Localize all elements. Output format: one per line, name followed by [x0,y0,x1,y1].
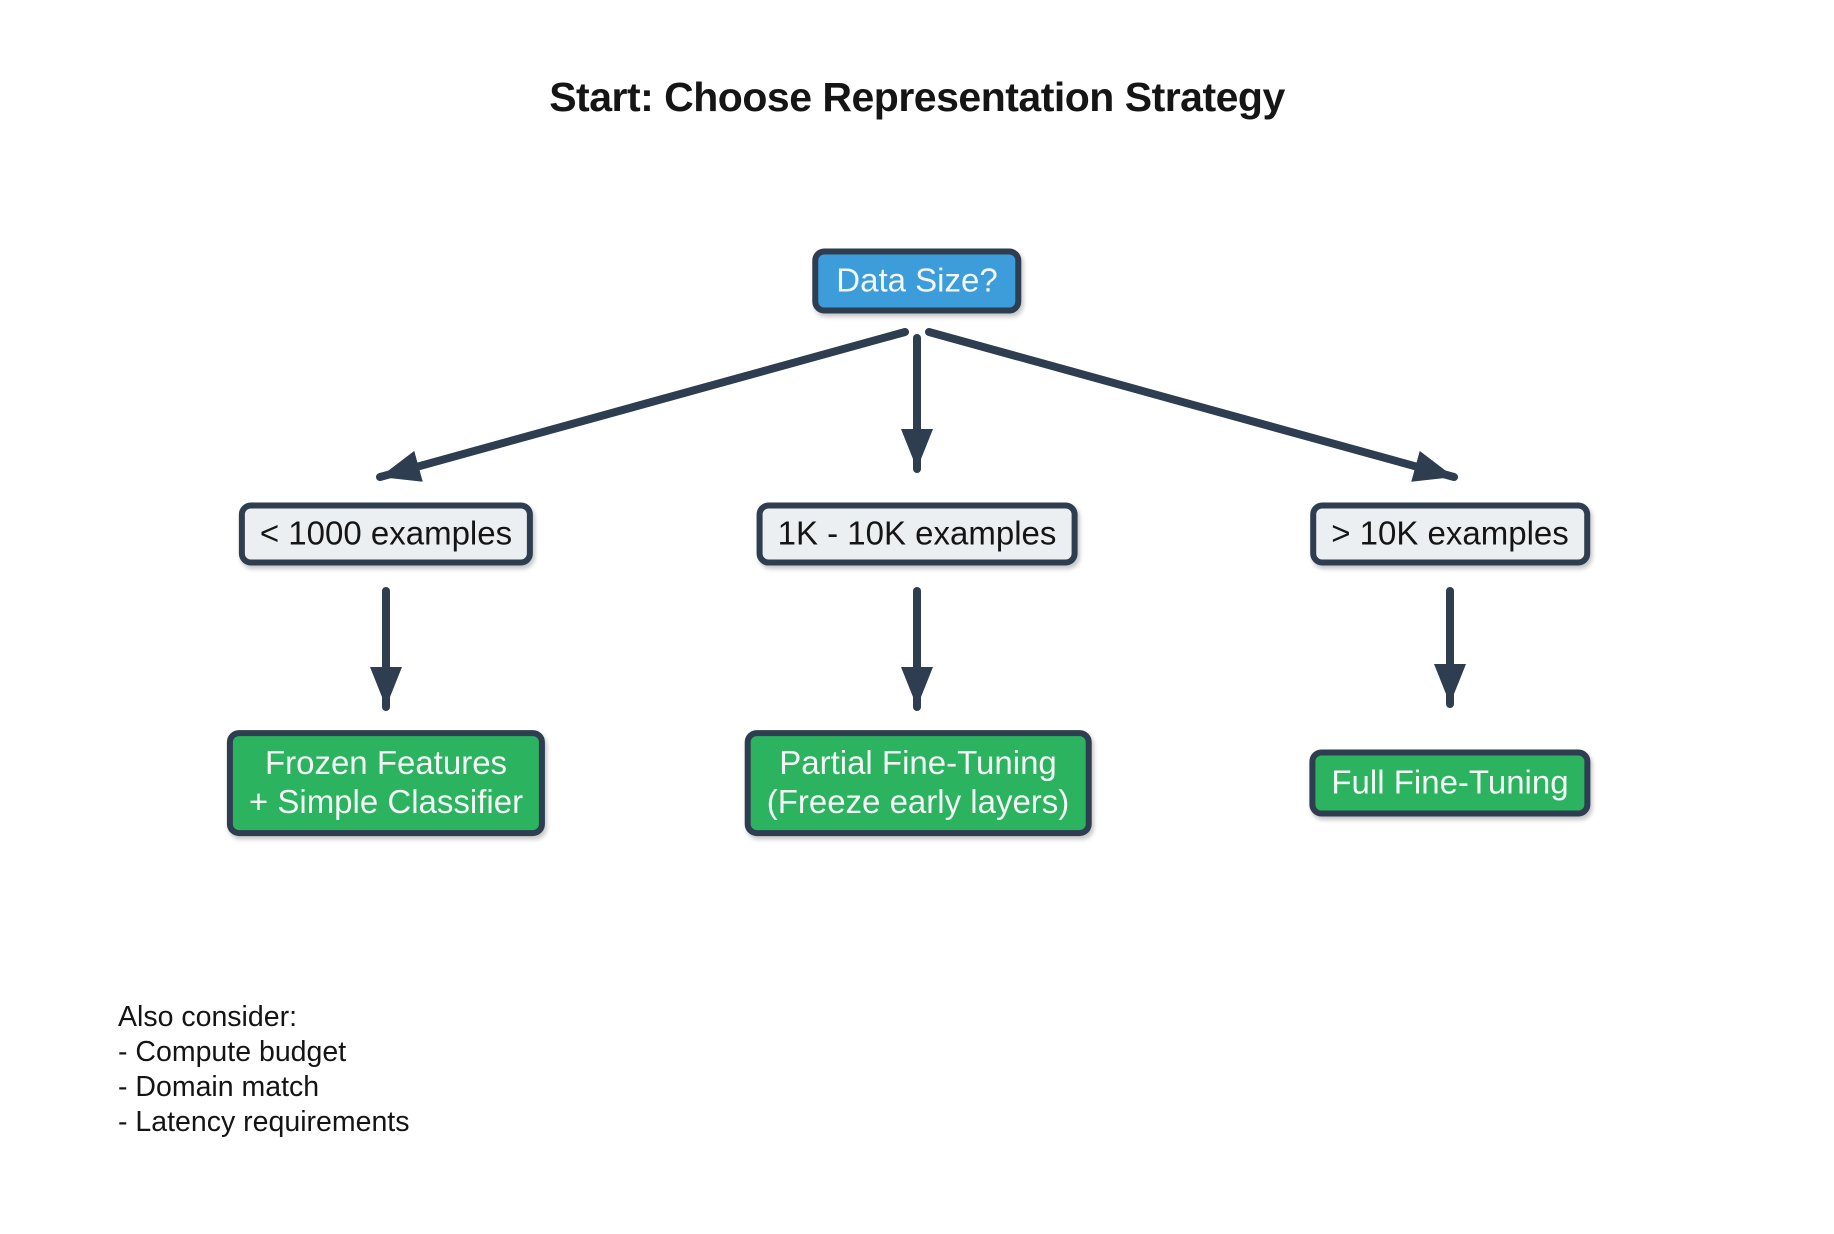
node-outcome-frozen-features: Frozen Features + Simple Classifier [226,730,546,836]
node-condition-1k-10k: 1K - 10K examples [756,502,1078,566]
outcome-line: (Freeze early layers) [766,783,1070,820]
notes-item: - Domain match [118,1071,320,1103]
node-data-size: Data Size? [812,248,1022,314]
outcome-line: Partial Fine-Tuning [779,744,1057,782]
node-outcome-partial-fine-tuning: Partial Fine-Tuning (Freeze early layers… [744,730,1092,836]
outcome-line: + Simple Classifier [248,783,524,820]
node-outcome-full-fine-tuning: Full Fine-Tuning [1309,749,1591,817]
node-condition-gt-10k: > 10K examples [1310,502,1590,566]
node-condition-lt-1000: < 1000 examples [238,502,534,566]
outcome-line: Full Fine-Tuning [1331,763,1569,801]
outcome-line: Frozen Features [264,744,508,782]
diagram-title: Start: Choose Representation Strategy [549,74,1285,120]
branch-arrow-right [925,328,1458,482]
notes-block: Also consider: - Compute budget - Domain… [118,1000,409,1140]
notes-item: - Compute budget [118,1036,347,1068]
notes-heading: Also consider: [118,1001,298,1033]
notes-item: - Latency requirements [118,1106,410,1138]
branch-arrow-left [376,328,909,482]
